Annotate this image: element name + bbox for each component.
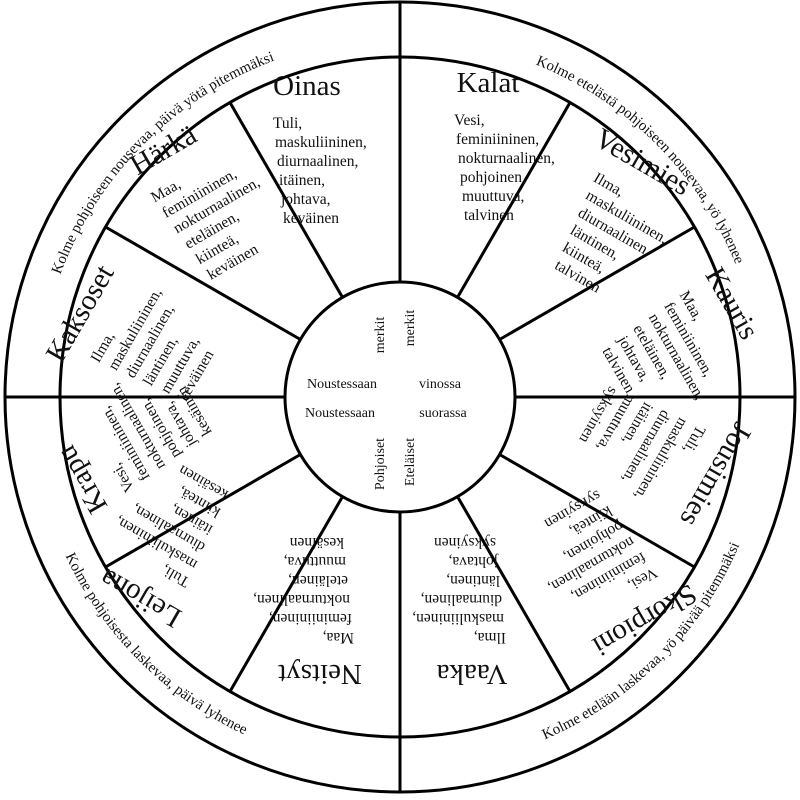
sign-attribute: eteläinen, [288,572,348,589]
sector-spoke [498,453,696,569]
sign-name: Oinas [273,70,341,102]
sign-attribute: maskuliininen, [412,610,504,627]
hub-top-left-label: Noustessaan [307,377,377,392]
sign-attributes: Ilma,maskuliininen,diurnaalinen,läntinen… [87,276,231,413]
sector-spoke [498,225,696,341]
sign-attribute: diurnaalinen, [421,591,502,608]
sector-spokes [104,101,696,693]
sign-attributes: Vesi, feminiininen, nokturnaalinen, pohjoin… [454,112,555,224]
sector-kaksoset: KaksosetIlma,maskuliininen,diurnaalinen,… [40,259,231,413]
sign-name: Neitsyt [278,658,362,690]
hub-bottom-left-vertical-label: Pohjoiset [373,438,388,490]
hub-bottom-right-vertical-label: Eteläiset [403,438,418,486]
sign-attribute: talvinen [464,207,514,224]
sign-attributes: Ilma,maskuliininen,diurnaalinen,läntinen… [543,169,680,313]
sign-attribute: diurnaalinen, [277,153,358,170]
sign-attribute: nokturnaalinen, [253,591,350,608]
sign-attributes: Maa, feminiininen, nokturnaalinen, eteläine… [253,534,354,646]
hub-bottom-right-label: suorassa [419,406,467,421]
sector-härkä: HärkäMaa,feminiininen,nokturnaalinen,ete… [125,119,291,288]
sign-attributes: Ilma, maskuliininen, diurnaalinen, läntinen… [412,534,506,646]
hub-bottom-left-label: Noustessaan [305,406,375,421]
sector-spoke [456,495,572,693]
sign-attribute: Maa, [323,629,354,646]
sign-attribute: feminiininen, [456,131,539,148]
sign-attribute: maskuliininen, [275,134,367,151]
hub-top-left-vertical-label: merkit [373,317,388,354]
sign-attribute: nokturnaalinen, [458,150,555,167]
sign-attribute: Vesi, [454,112,485,129]
sign-name: Kalat [457,67,520,99]
sector-spoke [104,225,302,341]
sector-spoke [228,101,344,299]
sign-attribute: muuttuva, [284,553,346,570]
sign-name: Jousimies [673,417,758,532]
sign-attribute: Ilma, [474,629,506,646]
sector-spoke [456,101,572,299]
sector-vaaka: Vaaka Ilma, maskuliininen, diurnaalinen, län… [412,534,507,690]
sign-attribute: pohjoinen, [460,169,526,186]
sign-attribute: läntinen, [446,572,500,589]
sign-attributes: Tuli, maskuliininen, diurnaalinen, itäinen,… [273,115,367,227]
sign-name: Kauris [699,262,765,345]
sign-attribute: johtava, [280,191,331,208]
sign-name: Vaaka [436,658,507,690]
hub-circle [283,280,517,514]
outer-ring-label-bottom-left: Kolme pohjoisesta laskevaa, päivä lyhene… [62,550,250,738]
sign-attribute: johtava, [449,553,500,570]
sign-attribute: kesäinen [290,534,344,551]
sign-attribute: syksyinen [434,534,496,551]
sign-attribute: keväinen [283,210,339,227]
hub-top-right-label: vinossa [419,377,462,392]
sector-spoke [104,453,302,569]
hub-labels: Noustessaan merkit merkit vinossa Nouste… [305,310,468,490]
sector-spoke [228,495,344,693]
sector-neitsyt: Neitsyt Maa, feminiininen, nokturnaalinen, e… [253,534,362,690]
sign-attribute: itäinen, [279,172,325,189]
sign-attributes: Maa,feminiininen,nokturnaalinen,eteläine… [148,141,291,288]
sign-name: Krapu [50,440,114,519]
hub-top-right-vertical-label: merkit [403,310,418,347]
sign-attribute: Tuli, [273,115,302,132]
sign-attribute: feminiininen, [269,610,352,627]
outer-ring-text-bottom-left: Kolme pohjoisesta laskevaa, päivä lyhene… [62,550,250,738]
sign-attribute: muuttuva, [462,188,524,205]
